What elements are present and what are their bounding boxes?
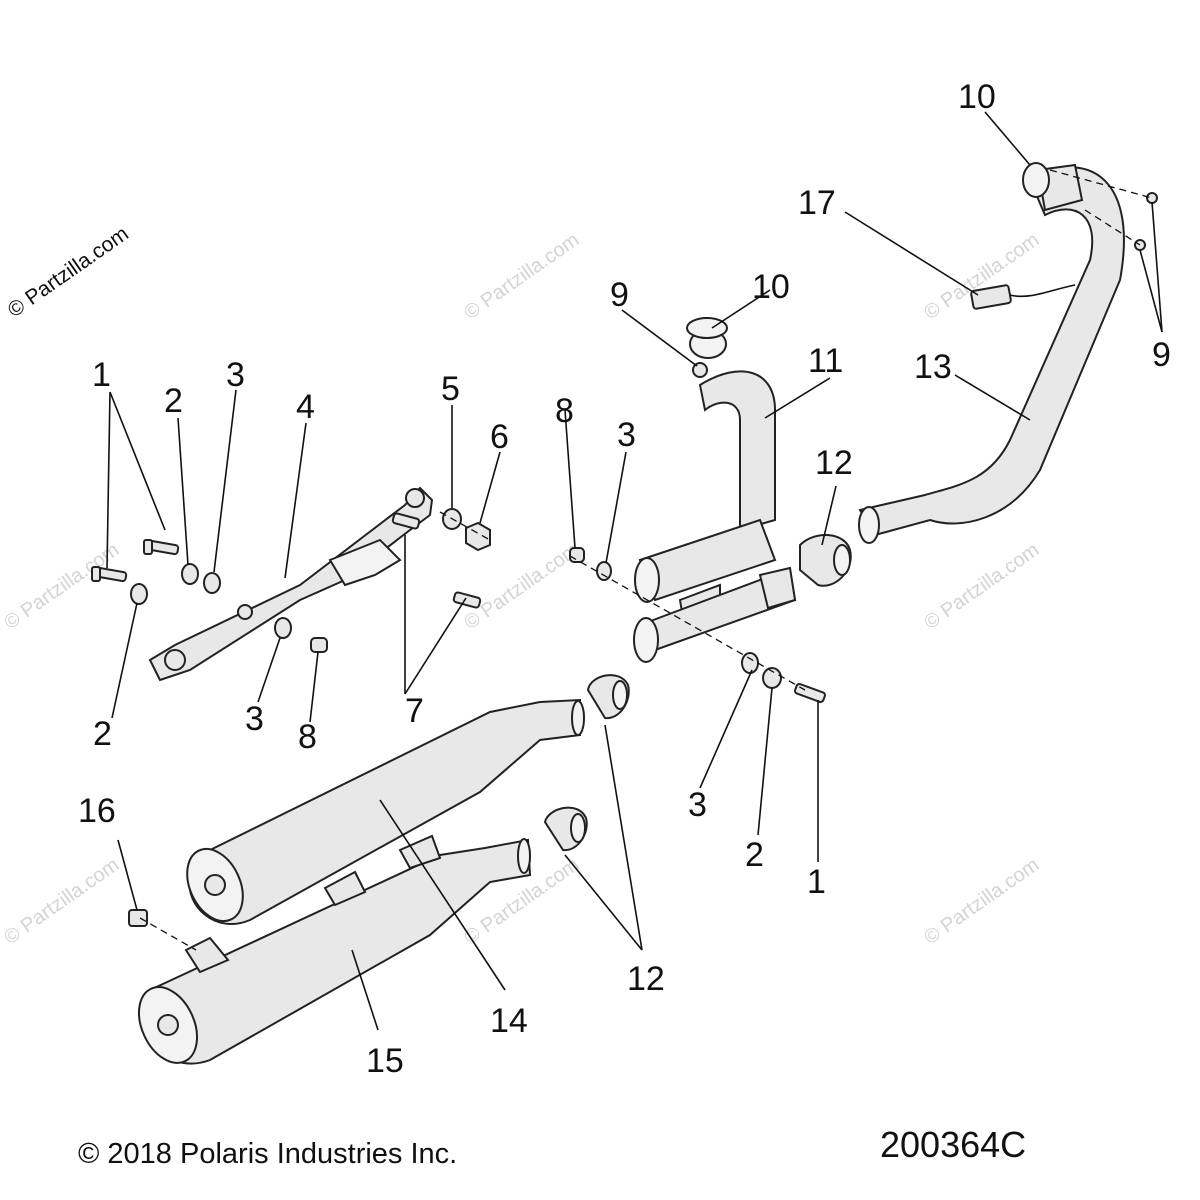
- muffler-part-15: [137, 834, 532, 1065]
- watermark: © Partzilla.com: [0, 854, 123, 949]
- callout-12: 12: [627, 960, 665, 998]
- bolt-part-1-lower: [91, 566, 128, 583]
- callout-11: 11: [808, 342, 843, 380]
- gasket-part-10: [1022, 162, 1050, 198]
- oxygen-sensor-part-17: [970, 284, 1076, 310]
- callout-9: 9: [610, 276, 629, 314]
- watermark: © Partzilla.com: [920, 854, 1043, 949]
- bolt-part-8: [569, 547, 585, 563]
- callout-3: 3: [245, 700, 264, 738]
- leader-lines: [106, 111, 1163, 1031]
- lock-washer-part-3: [203, 572, 221, 594]
- callout-1: 1: [92, 356, 111, 394]
- callout-2: 2: [164, 382, 183, 420]
- lock-washer-part-3: [274, 617, 292, 639]
- callout-12: 12: [815, 444, 853, 482]
- callout-8: 8: [555, 392, 574, 430]
- callout-2: 2: [745, 836, 764, 874]
- callout-3: 3: [617, 416, 636, 454]
- clamp-part-12-upper: [799, 533, 852, 587]
- assembly-lines: [139, 169, 1153, 951]
- callout-16: 16: [78, 792, 116, 830]
- callout-13: 13: [914, 348, 952, 386]
- nut-part-6: [465, 521, 491, 552]
- washer-part-2: [130, 583, 148, 605]
- callout-8: 8: [298, 718, 317, 756]
- lock-washer-part-3: [596, 561, 612, 581]
- watermark: © Partzilla.com: [460, 539, 583, 634]
- callout-1: 1: [807, 863, 826, 901]
- callout-5: 5: [441, 370, 460, 408]
- callout-6: 6: [490, 418, 509, 456]
- callout-10: 10: [752, 268, 790, 306]
- callout-4: 4: [296, 388, 315, 426]
- callout-17: 17: [798, 184, 836, 222]
- callout-3: 3: [688, 786, 707, 824]
- callout-labels: 1 2 3 4 5 6 8 3 9 10 11 12 13 17 10 9 7 …: [78, 78, 1171, 1080]
- bolt-part-1-upper: [143, 539, 180, 556]
- bolt-part-16: [128, 909, 148, 927]
- callout-14: 14: [490, 1002, 528, 1040]
- gasket-part-10: [686, 317, 728, 339]
- watermark: © Partzilla.com: [920, 539, 1043, 634]
- copyright-text: © 2018 Polaris Industries Inc.: [78, 1138, 457, 1170]
- front-head-pipe-part-11: [633, 317, 797, 663]
- callout-3: 3: [226, 356, 245, 394]
- watermark: © Partzilla.com: [920, 229, 1043, 324]
- bolt-part-1-right: [794, 683, 826, 703]
- site-credit: © Partzilla.com: [4, 222, 133, 322]
- callout-15: 15: [366, 1042, 404, 1080]
- callout-10: 10: [958, 78, 996, 116]
- washer-part-2: [181, 563, 199, 585]
- rear-head-pipe-part-13: [858, 163, 1125, 544]
- watermark: © Partzilla.com: [0, 539, 123, 634]
- bolt-part-8: [310, 637, 328, 653]
- muffler-part-14: [186, 698, 585, 926]
- stud-part-9: [1146, 192, 1158, 204]
- lock-washer-part-3: [741, 652, 759, 674]
- diagram-code: 200364C: [880, 1124, 1026, 1165]
- callout-7: 7: [405, 692, 424, 730]
- watermark: © Partzilla.com: [460, 229, 583, 324]
- bracket-part-4: [148, 486, 434, 682]
- callout-2: 2: [93, 715, 112, 753]
- bolt-part-7: [391, 512, 482, 609]
- clamp-part-12-lower: [543, 806, 588, 852]
- callout-9: 9: [1152, 336, 1171, 374]
- clamp-part-12-middle: [586, 674, 630, 720]
